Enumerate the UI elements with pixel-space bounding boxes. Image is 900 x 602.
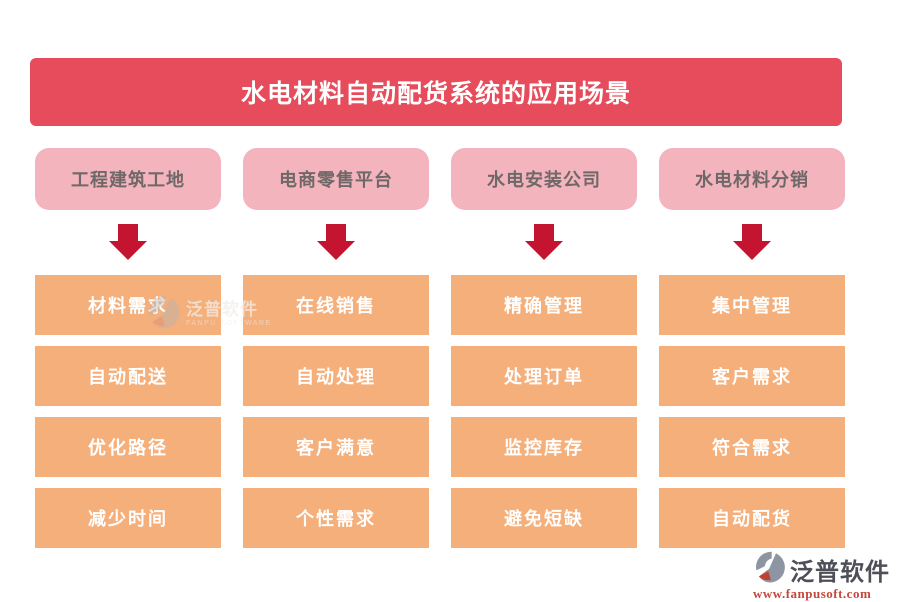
feature-box: 避免短缺 — [451, 488, 637, 548]
arrow-stem — [326, 224, 346, 241]
scenario-header: 工程建筑工地 — [35, 148, 221, 210]
column-engineering-site: 工程建筑工地 材料需求 自动配送 优化路径 减少时间 — [35, 148, 221, 548]
feature-box: 个性需求 — [243, 488, 429, 548]
feature-label: 处理订单 — [504, 367, 584, 387]
feature-box: 自动配货 — [659, 488, 845, 548]
feature-label: 客户需求 — [712, 367, 792, 387]
feature-label: 避免短缺 — [504, 509, 584, 529]
fanpu-logo-icon — [753, 550, 787, 589]
column-material-distribution: 水电材料分销 集中管理 客户需求 符合需求 自动配货 — [659, 148, 845, 548]
feature-label: 自动配送 — [88, 367, 168, 387]
feature-box: 客户需求 — [659, 346, 845, 406]
feature-box: 客户满意 — [243, 417, 429, 477]
feature-box: 材料需求 — [35, 275, 221, 335]
down-arrow-icon — [317, 224, 355, 260]
feature-label: 自动配货 — [712, 509, 792, 529]
feature-label: 优化路径 — [88, 438, 168, 458]
footer-logo: 泛普软件 www.fanpusoft.com — [753, 550, 890, 602]
feature-label: 个性需求 — [296, 509, 376, 529]
title-banner: 水电材料自动配货系统的应用场景 — [30, 58, 842, 126]
scenario-header-label: 工程建筑工地 — [71, 170, 185, 190]
arrow-stem — [118, 224, 138, 241]
scenario-header-label: 电商零售平台 — [279, 170, 393, 190]
footer-url: www.fanpusoft.com — [753, 586, 872, 601]
feature-box: 在线销售 — [243, 275, 429, 335]
down-arrow-icon — [733, 224, 771, 260]
feature-label: 监控库存 — [504, 438, 584, 458]
arrow-head — [733, 241, 771, 260]
footer-brand: 泛普软件 — [790, 559, 890, 586]
arrow-stem — [742, 224, 762, 241]
feature-label: 材料需求 — [88, 296, 168, 316]
scenario-grid: 工程建筑工地 材料需求 自动配送 优化路径 减少时间 电商零售平台 在线销售 自… — [35, 148, 845, 548]
feature-box: 符合需求 — [659, 417, 845, 477]
scenario-header-label: 水电安装公司 — [487, 170, 601, 190]
footer-row: 泛普软件 — [753, 550, 890, 589]
arrow-head — [317, 241, 355, 260]
arrow-stem — [534, 224, 554, 241]
feature-label: 客户满意 — [296, 438, 376, 458]
feature-box: 自动处理 — [243, 346, 429, 406]
arrow-head — [109, 241, 147, 260]
arrow-head — [525, 241, 563, 260]
column-ecommerce-platform: 电商零售平台 在线销售 自动处理 客户满意 个性需求 — [243, 148, 429, 548]
feature-label: 减少时间 — [88, 509, 168, 529]
feature-label: 在线销售 — [296, 296, 376, 316]
feature-box: 处理订单 — [451, 346, 637, 406]
feature-label: 精确管理 — [504, 296, 584, 316]
feature-box: 优化路径 — [35, 417, 221, 477]
feature-label: 自动处理 — [296, 367, 376, 387]
feature-box: 精确管理 — [451, 275, 637, 335]
scenario-header: 电商零售平台 — [243, 148, 429, 210]
feature-box: 集中管理 — [659, 275, 845, 335]
feature-box: 自动配送 — [35, 346, 221, 406]
down-arrow-icon — [109, 224, 147, 260]
column-installation-company: 水电安装公司 精确管理 处理订单 监控库存 避免短缺 — [451, 148, 637, 548]
feature-box: 监控库存 — [451, 417, 637, 477]
feature-box: 减少时间 — [35, 488, 221, 548]
scenario-header-label: 水电材料分销 — [695, 170, 809, 190]
down-arrow-icon — [525, 224, 563, 260]
scenario-header: 水电安装公司 — [451, 148, 637, 210]
feature-label: 符合需求 — [712, 438, 792, 458]
page-title: 水电材料自动配货系统的应用场景 — [240, 80, 631, 108]
feature-label: 集中管理 — [712, 296, 792, 316]
scenario-header: 水电材料分销 — [659, 148, 845, 210]
